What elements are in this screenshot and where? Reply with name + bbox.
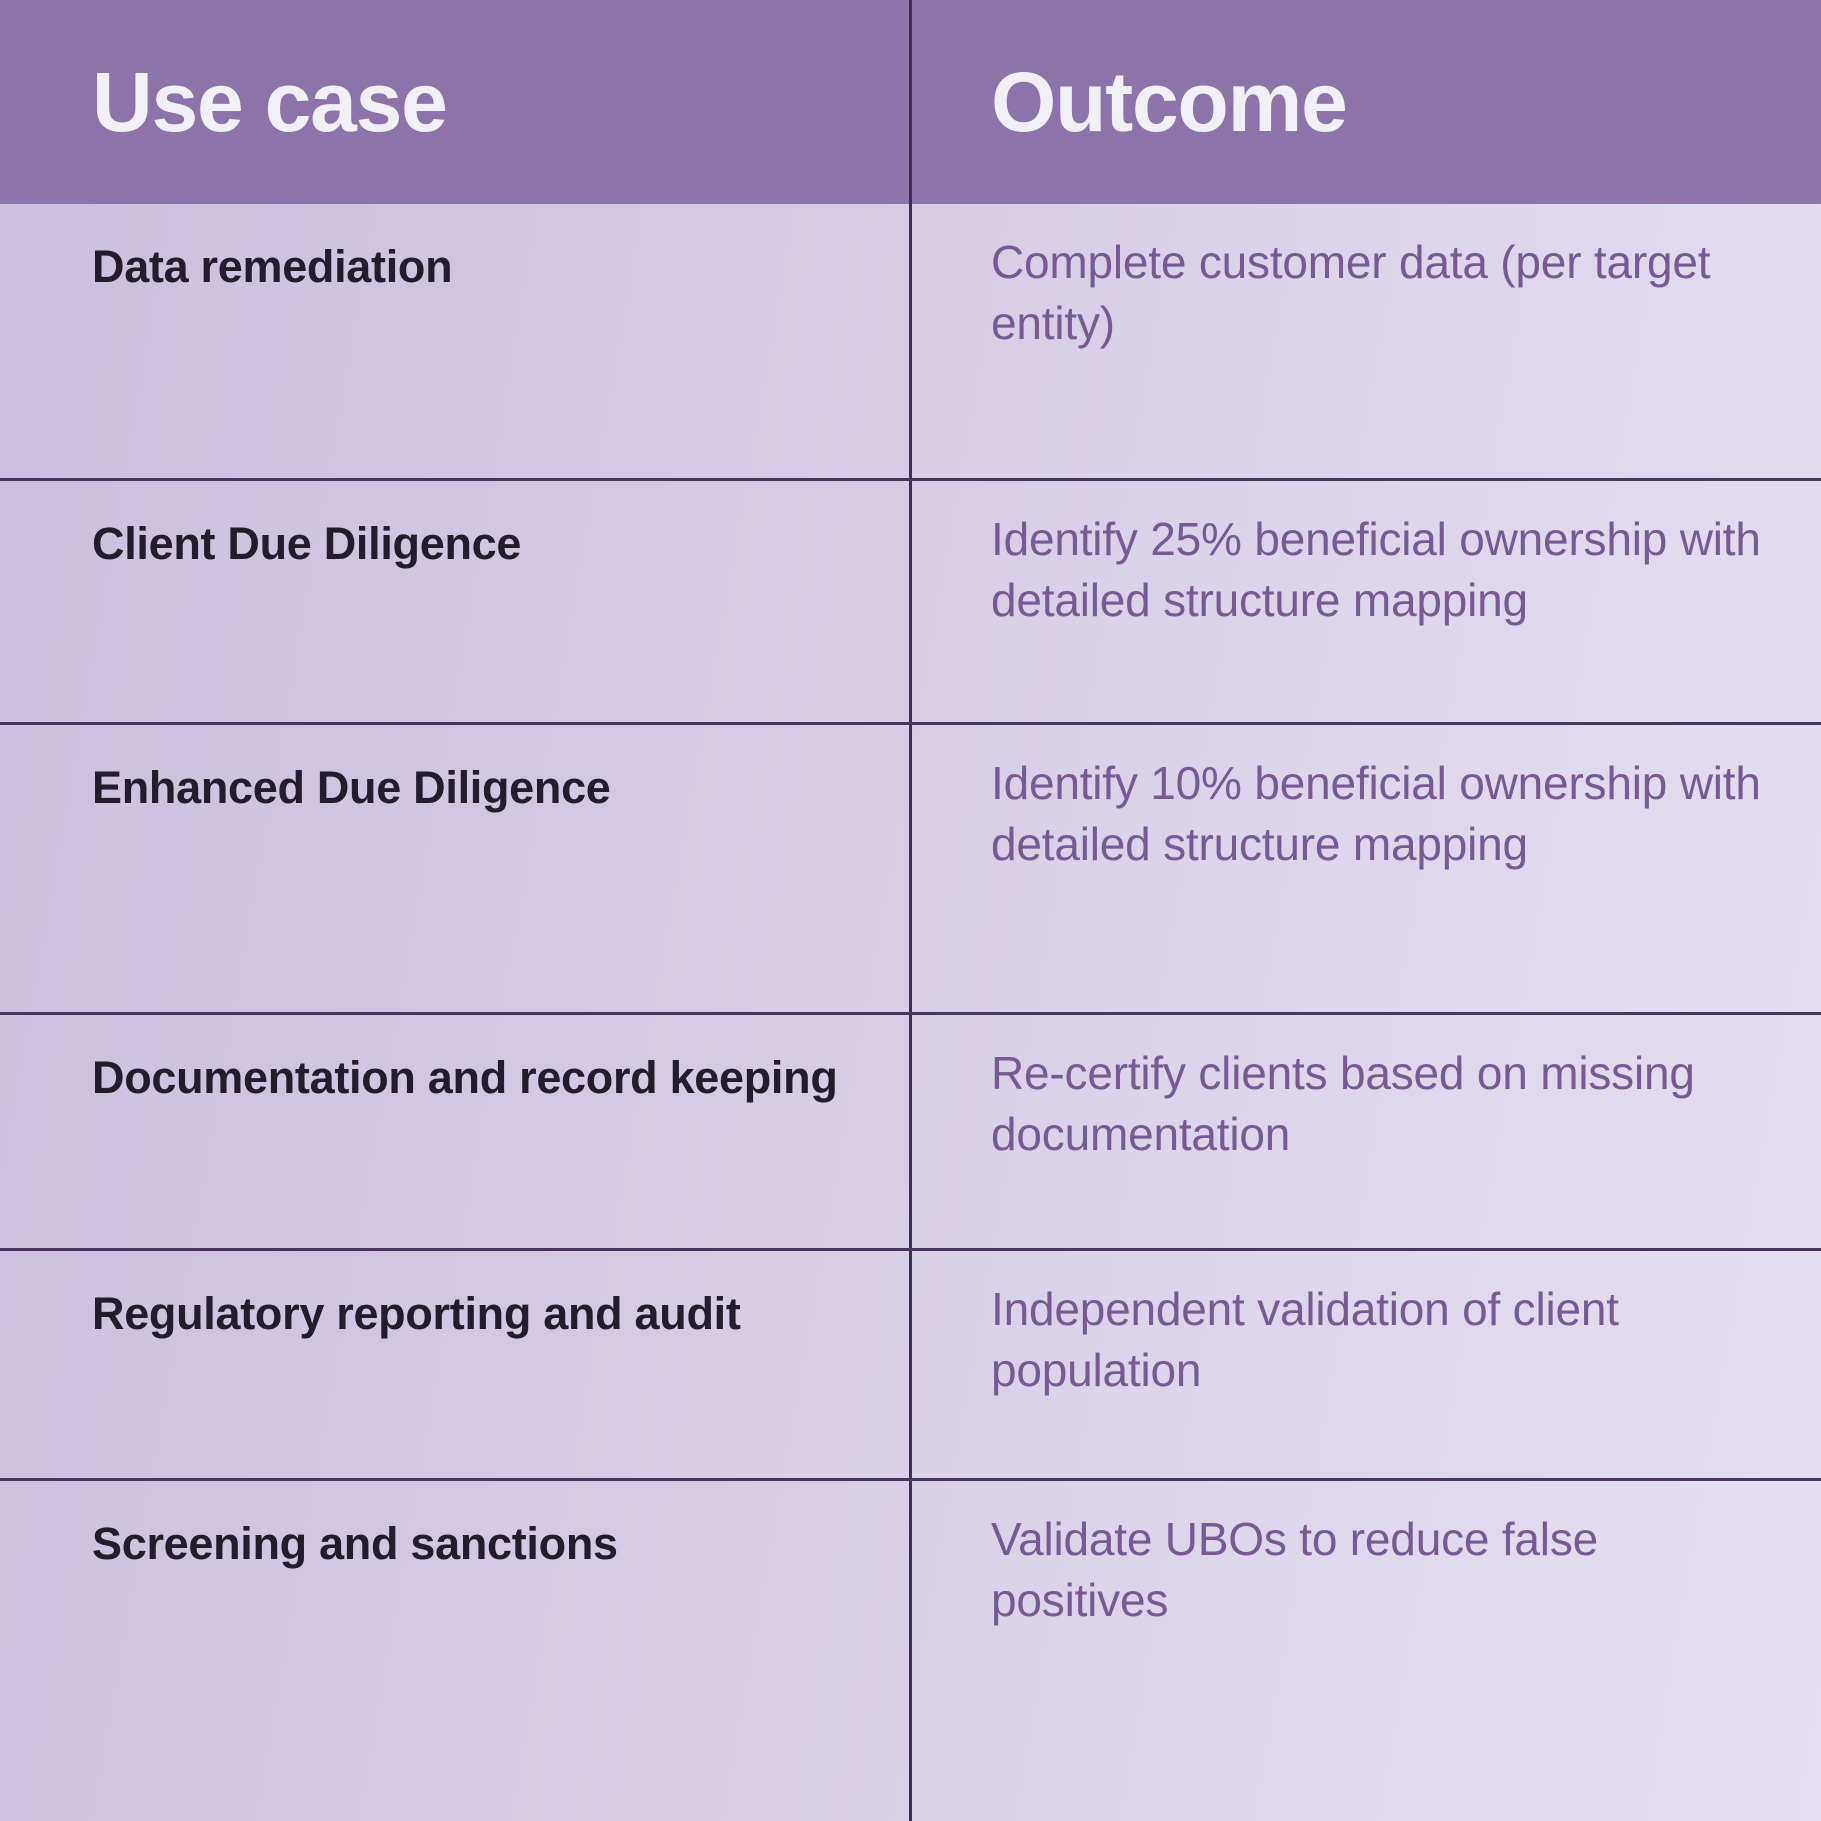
cell-use-case: Enhanced Due Diligence xyxy=(92,762,611,813)
cell-outcome: Identify 10% beneficial ownership with d… xyxy=(909,725,1821,1012)
column-header-use-case-label: Use case xyxy=(92,55,448,149)
cell-outcome: Identify 25% beneficial ownership with d… xyxy=(909,481,1821,722)
table-row: Client Due Diligence Identify 25% benefi… xyxy=(0,481,1821,725)
cell-use-case: Regulatory reporting and audit xyxy=(92,1288,741,1339)
cell-outcome: Validate UBOs to reduce false positives xyxy=(909,1481,1821,1821)
table-row: Enhanced Due Diligence Identify 10% bene… xyxy=(0,725,1821,1015)
column-header-outcome: Outcome xyxy=(909,0,1821,204)
cell-outcome: Complete customer data (per target entit… xyxy=(909,204,1821,478)
cell-use-case: Client Due Diligence xyxy=(92,518,522,569)
column-header-use-case: Use case xyxy=(0,0,909,204)
cell-use-case: Documentation and record keeping xyxy=(92,1052,838,1103)
cell-use-case: Screening and sanctions xyxy=(92,1518,618,1569)
table-body: Data remediation Complete customer data … xyxy=(0,204,1821,1821)
cell-use-case: Data remediation xyxy=(92,241,453,292)
column-header-outcome-label: Outcome xyxy=(991,55,1348,149)
table-row: Data remediation Complete customer data … xyxy=(0,204,1821,481)
table-row: Documentation and record keeping Re-cert… xyxy=(0,1015,1821,1251)
cell-outcome: Independent validation of client populat… xyxy=(909,1251,1821,1478)
table-row: Regulatory reporting and audit Independe… xyxy=(0,1251,1821,1481)
cell-outcome: Re-certify clients based on missing docu… xyxy=(909,1015,1821,1248)
table-row: Screening and sanctions Validate UBOs to… xyxy=(0,1481,1821,1821)
table-header-row: Use case Outcome xyxy=(0,0,1821,204)
